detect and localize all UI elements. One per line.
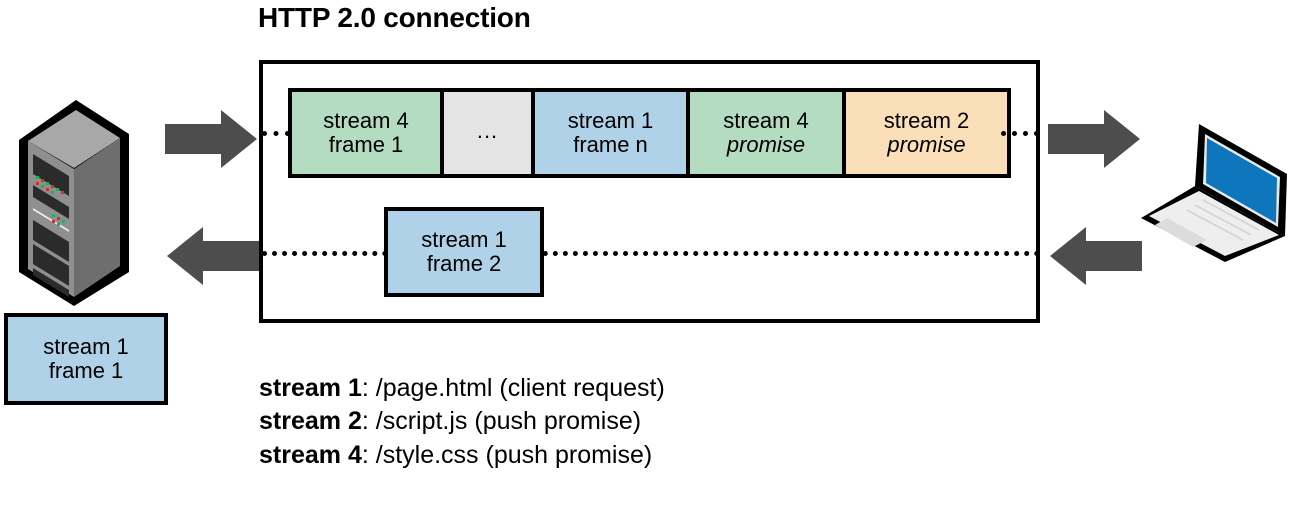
frame-line1: stream 2: [883, 108, 970, 134]
legend-row-stream1: stream 1: /page.html (client request): [259, 372, 665, 405]
legend-detail: : /script.js (push promise): [361, 407, 642, 436]
frame-line1: stream 1: [43, 334, 129, 360]
frame-strip: stream 4 frame 1 ... stream 1 frame n st…: [288, 88, 1011, 178]
stream-legend: stream 1: /page.html (client request) st…: [259, 372, 665, 472]
legend-row-stream2: stream 2: /script.js (push promise): [259, 405, 665, 438]
frame-line1: stream 1: [421, 227, 507, 253]
legend-label: stream 2: [259, 407, 362, 436]
frame-cell-stream4-promise[interactable]: stream 4 promise: [690, 92, 846, 174]
frame-line2: frame 2: [426, 251, 502, 276]
frame-cell-stream1-frame2[interactable]: stream 1 frame 2: [384, 207, 544, 297]
frame-line1: stream 1: [567, 108, 654, 134]
page-title: HTTP 2.0 connection: [258, 2, 531, 33]
frame-line2: frame 1: [48, 358, 124, 383]
laptop-icon: [1137, 108, 1297, 275]
legend-label: stream 1: [259, 374, 362, 402]
dotted-line-bottom: [262, 251, 1040, 256]
frame-line2: promise: [887, 132, 966, 157]
frame-cell-stream4-frame1[interactable]: stream 4 frame 1: [292, 92, 444, 174]
legend-detail: : /page.html (client request): [361, 374, 665, 402]
pending-frame-box[interactable]: stream 1 frame 1: [4, 313, 168, 405]
legend-label: stream 4: [259, 440, 362, 469]
dotted-line-top-left: [262, 131, 290, 136]
legend-detail: : /style.css (push promise): [361, 440, 653, 469]
frame-line1: stream 4: [723, 108, 809, 134]
legend-row-stream4: stream 4: /style.css (push promise): [259, 439, 665, 472]
frame-line1: stream 4: [323, 108, 409, 134]
frame-cell-stream2-promise[interactable]: stream 2 promise: [846, 92, 1007, 174]
server-icon: [14, 92, 134, 319]
frame-line2: frame 1: [328, 132, 404, 157]
frame-cell-ellipsis: ...: [444, 92, 535, 174]
frame-cell-stream1-framen[interactable]: stream 1 frame n: [535, 92, 690, 174]
frame-line2: frame n: [573, 132, 648, 157]
frame-line2: promise: [726, 132, 806, 157]
dotted-line-top-right: [1001, 131, 1039, 136]
frame-ellipsis-label: ...: [476, 118, 499, 144]
